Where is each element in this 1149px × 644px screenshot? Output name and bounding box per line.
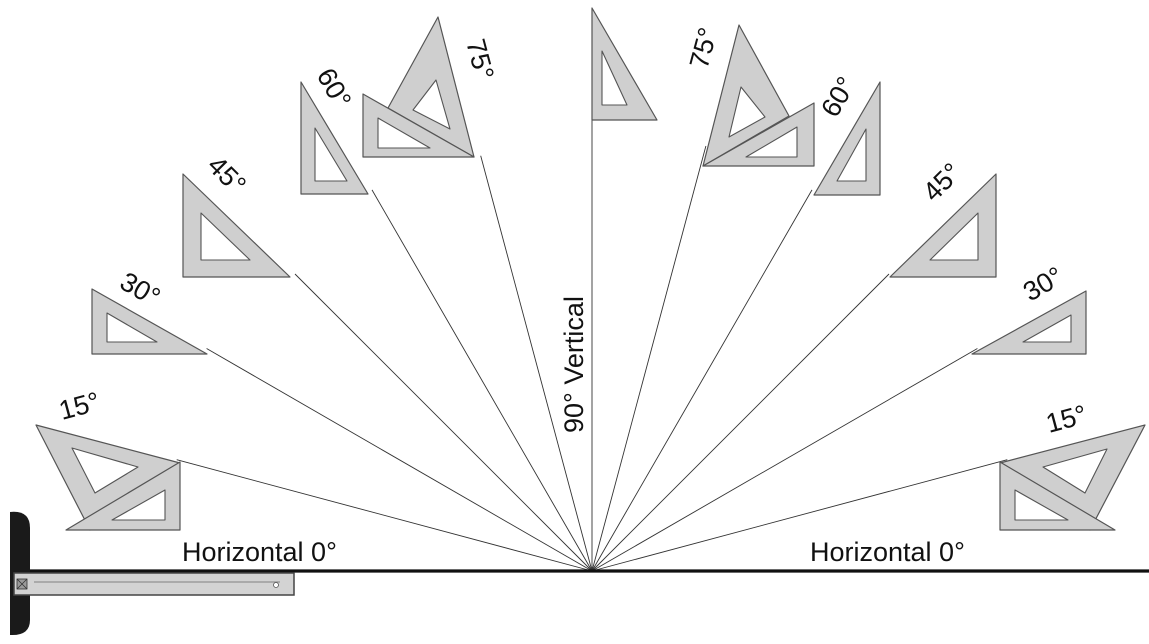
label-angle-75-left: 75° xyxy=(460,36,500,83)
label-angle-15-right: 15° xyxy=(1043,399,1090,439)
ray-105-deg xyxy=(591,145,707,572)
triangle-45-left xyxy=(182,173,291,278)
triangle-75-left-a xyxy=(387,16,475,158)
triangle-30-right xyxy=(971,290,1087,355)
triangle-60-right xyxy=(813,81,881,196)
t-square xyxy=(10,511,295,636)
label-vertical: 90° Vertical xyxy=(559,296,589,433)
t-square-hole xyxy=(273,582,279,588)
label-angle-15-left: 15° xyxy=(56,386,103,426)
t-square-screw-icon xyxy=(16,578,28,590)
t-square-blade xyxy=(13,572,295,596)
ray-150-deg xyxy=(591,348,978,572)
ray-45-deg xyxy=(294,273,593,572)
label-angle-60-left: 60° xyxy=(311,63,357,113)
triangle-75-right-b xyxy=(702,102,815,167)
label-angle-45-left: 45° xyxy=(202,150,252,200)
label-angle-60-right: 60° xyxy=(815,72,861,122)
label-horizontal-right: Horizontal 0° xyxy=(810,537,965,567)
ray-75-deg xyxy=(480,155,593,572)
triangle-90-vertical xyxy=(591,7,658,121)
triangle-15-left-b xyxy=(65,461,181,531)
triangle-30-left xyxy=(91,288,208,355)
triangle-60-left xyxy=(300,81,369,195)
triangle-15-right-b xyxy=(999,461,1116,531)
triangle-45-right xyxy=(889,173,997,278)
label-angle-45-right: 45° xyxy=(917,157,967,207)
ray-135-deg xyxy=(591,273,890,572)
ray-15-deg xyxy=(176,459,593,572)
ray-120-deg xyxy=(591,189,813,572)
ray-30-deg xyxy=(206,348,593,572)
ray-60-deg xyxy=(371,189,593,572)
angle-rays xyxy=(176,120,1008,572)
ray-165-deg xyxy=(591,459,1008,572)
label-horizontal-left: Horizontal 0° xyxy=(182,537,337,567)
triangle-75-left-b xyxy=(362,93,475,158)
label-angle-75-right: 75° xyxy=(684,24,724,71)
label-angle-30-right: 30° xyxy=(1018,261,1068,307)
